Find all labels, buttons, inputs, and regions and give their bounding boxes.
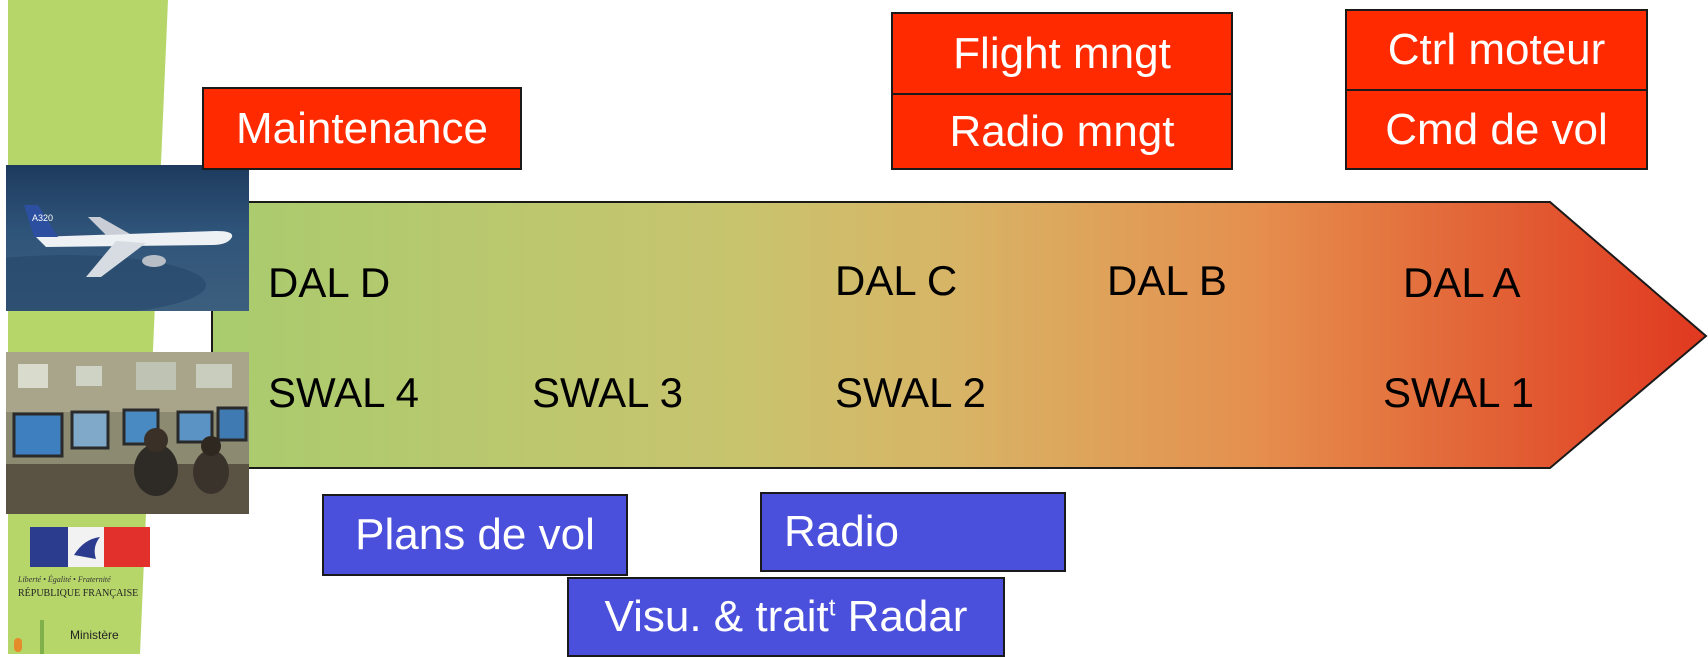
svg-text:A320: A320	[32, 213, 53, 223]
plans-de-vol-box: Plans de vol	[322, 494, 628, 576]
ctrl-moteur-label: Ctrl moteur	[1387, 25, 1606, 74]
ministere-logo: Ministère	[14, 620, 164, 654]
dal-b-label: DAL B	[1107, 257, 1227, 304]
cmd-de-vol-box: Cmd de vol	[1345, 89, 1648, 170]
ministry-logo-mark	[14, 638, 22, 652]
swal-3-label: SWAL 3	[532, 369, 683, 416]
swal-2-label: SWAL 2	[835, 369, 986, 416]
aircraft-photo: A320	[6, 165, 249, 311]
radio-label: Radio	[784, 507, 899, 556]
republic-motto: Liberté • Égalité • Fraternité	[18, 575, 111, 584]
radio-box: Radio	[760, 492, 1066, 572]
ctrl-moteur-box: Ctrl moteur	[1345, 9, 1648, 91]
plans-de-vol-label: Plans de vol	[355, 510, 595, 559]
visu-radar-prefix: Visu. & trait	[604, 592, 829, 641]
visu-radar-box: Visu. & traitt Radar	[567, 577, 1005, 657]
republique-francaise-logo: Liberté • Égalité • Fraternité RÉPUBLIQU…	[18, 525, 160, 603]
flight-mngt-box: Flight mngt	[891, 12, 1233, 95]
maintenance-label: Maintenance	[236, 103, 488, 153]
visu-radar-suffix: Radar	[835, 592, 968, 641]
radio-mngt-box: Radio mngt	[891, 93, 1233, 170]
radio-mngt-label: Radio mngt	[949, 106, 1175, 156]
republic-name: RÉPUBLIQUE FRANÇAISE	[18, 588, 139, 599]
dal-d-label: DAL D	[268, 259, 391, 306]
cmd-de-vol-label: Cmd de vol	[1385, 104, 1608, 154]
visu-radar-superscript: t	[828, 594, 836, 622]
dal-c-label: DAL C	[835, 257, 958, 304]
dal-a-label: DAL A	[1403, 259, 1521, 306]
visu-radar-label: Visu. & traitt Radar	[605, 592, 968, 642]
maintenance-box: Maintenance	[202, 87, 522, 170]
swal-4-label: SWAL 4	[268, 369, 419, 416]
swal-1-label: SWAL 1	[1383, 369, 1534, 416]
ministry-label: Ministère	[70, 628, 119, 642]
flight-mngt-label: Flight mngt	[953, 28, 1171, 78]
ministry-logo-bar	[40, 620, 44, 654]
atc-room-photo	[6, 352, 249, 514]
